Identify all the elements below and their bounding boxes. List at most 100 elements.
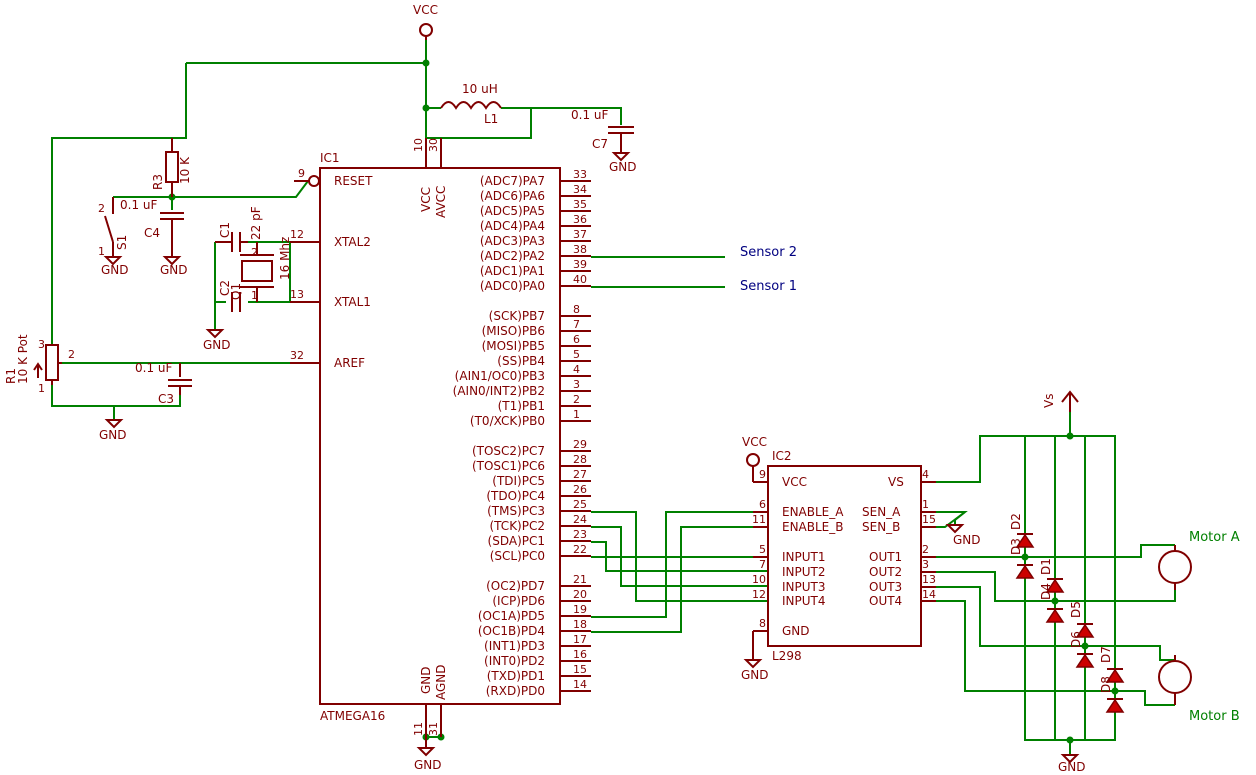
diode-d7: D7 [1099,646,1125,683]
ic2-l298: IC2 L298 9 VCC 6 ENABLE_A 11 ENABLE_B 5 … [752,449,936,663]
r1-pin1: 1 [38,382,45,395]
r3-value: 10 K [178,156,192,184]
r1-pin3: 3 [38,338,45,351]
ic1-pin-number: 25 [573,498,587,511]
ic1-pin30-num: 30 [427,138,440,152]
ic1-pin-name: (ADC7)PA7 [480,174,545,188]
c3-value: 0.1 uF [135,361,173,375]
gnd-symbol-bridge: GND [1058,754,1086,774]
c7-value: 0.1 uF [571,108,609,122]
ic2-pin14-num: 14 [922,588,936,601]
ic1-pin-number: 3 [573,378,580,391]
gnd-label-xtal: GND [203,338,231,352]
gnd-label-bridge: GND [1058,760,1086,774]
diode-d4: D4 [1039,583,1065,623]
gnd-label-c4: GND [160,263,188,277]
ic1-pin-number: 23 [573,528,587,541]
junctions [168,59,1119,744]
gnd-label-sense: GND [953,533,981,547]
ic1-atmega16: IC1 ATMEGA16 9 RESET 12 XTAL2 13 XTAL1 3… [290,138,591,737]
wires [51,38,1176,755]
l1-ref: L1 [484,112,498,126]
ic2-pin-input1: INPUT1 [782,550,826,564]
ic2-pin10-num: 10 [752,573,766,586]
ic1-pin-name: (ADC0)PA0 [480,279,545,293]
c7-ref: C7 [592,137,608,151]
gnd-label-s1: GND [101,263,129,277]
ic2-ref: IC2 [772,449,792,463]
gnd-symbol-ic1: GND [414,737,442,772]
ic1-pin-name: (TDI)PC5 [492,474,545,488]
capacitor-c7: 0.1 uF C7 [571,108,634,151]
d3-ref: D3 [1009,538,1023,555]
ic2-pin1-num: 1 [922,498,929,511]
s1-pin1: 1 [98,245,105,258]
vcc-label-top: VCC [413,3,438,17]
ic1-pin-name: (ADC4)PA4 [480,219,545,233]
ic1-pin-name: (RXD)PD0 [486,684,545,698]
s1-ref: S1 [115,235,129,250]
ic1-pin-name: (ICP)PD6 [492,594,545,608]
d4-ref: D4 [1039,583,1053,600]
r3-ref: R3 [151,174,165,190]
gnd-label-r1: GND [99,428,127,442]
ic2-pin11-num: 11 [752,513,766,526]
ic2-pin-out2: OUT2 [869,565,902,579]
d6-ref: D6 [1069,631,1083,648]
ic1-pin-number: 34 [573,183,587,196]
ic1-pin-name: (SDA)PC1 [488,534,545,548]
ic1-pin-number: 28 [573,453,587,466]
diode-d6: D6 [1069,631,1095,668]
gnd-symbol-s1: GND [101,256,129,277]
c1-value: 22 pF [249,206,263,240]
c1-ref: C1 [218,222,232,238]
ic1-pin-number: 38 [573,243,587,256]
capacitor-c2: C2 [218,280,241,312]
ic2-pin2-num: 2 [922,543,929,556]
ic2-pin3-num: 3 [922,558,929,571]
ic1-pin-name: (MISO)PB6 [482,324,545,338]
ic1-pin-gnd: GND [419,666,433,694]
ic1-pin-name: (INT1)PD3 [484,639,545,653]
ic2-pin15-num: 15 [922,513,936,526]
ic1-pin-name: (SS)PB4 [497,354,545,368]
ic2-pin-gnd: GND [782,624,810,638]
ic1-pin-number: 5 [573,348,580,361]
gnd-symbol-xtal: GND [203,329,231,352]
ic1-pin31-num: 31 [427,722,440,736]
r1-ref: R1 [4,368,18,384]
ic1-pin-number: 1 [573,408,580,421]
diode-d1: D1 [1039,558,1065,593]
ic1-pin-name: (ADC1)PA1 [480,264,545,278]
ic1-pin-name: (OC1A)PD5 [478,609,545,623]
ic1-pin-number: 17 [573,633,587,646]
ic2-pin-enable-b: ENABLE_B [782,520,844,534]
ic1-pin10-num: 10 [412,138,425,152]
ic2-pin-enable-a: ENABLE_A [782,505,844,519]
ic1-pin-number: 7 [573,318,580,331]
ic2-pin4-num: 4 [922,468,929,481]
ic1-pin-name: (AIN0/INT2)PB2 [453,384,545,398]
ic2-pin-sen-a: SEN_A [862,505,901,519]
ic1-pin-name: (ADC5)PA5 [480,204,545,218]
potentiometer-r1: 3 2 1 R1 10 K Pot [4,334,75,395]
q1-value: 16 Mhz [278,237,292,280]
ic1-pin-avcc: AVCC [434,186,448,218]
ic1-pin-number: 6 [573,333,580,346]
ic1-pin-number: 35 [573,198,587,211]
ic2-pin9-num: 9 [759,468,766,481]
q1-pin2: 2 [251,246,258,259]
sensor2-label: Sensor 2 [740,245,797,260]
q1-pin1: 1 [251,289,258,302]
ic1-pin-name: (TOSC1)PC6 [472,459,545,473]
ic1-pin-number: 19 [573,603,587,616]
motor-b-label: Motor B [1189,709,1240,724]
ic2-pin5-num: 5 [759,543,766,556]
ic2-part: L298 [772,649,802,663]
ic1-pin-number: 40 [573,273,587,286]
motor-a: Motor A [1158,530,1240,590]
ic1-pin-number: 29 [573,438,587,451]
ic1-pin-name: (T1)PB1 [498,399,545,413]
capacitor-c3: 0.1 uF C3 [135,361,192,406]
ic1-pin-number: 15 [573,663,587,676]
